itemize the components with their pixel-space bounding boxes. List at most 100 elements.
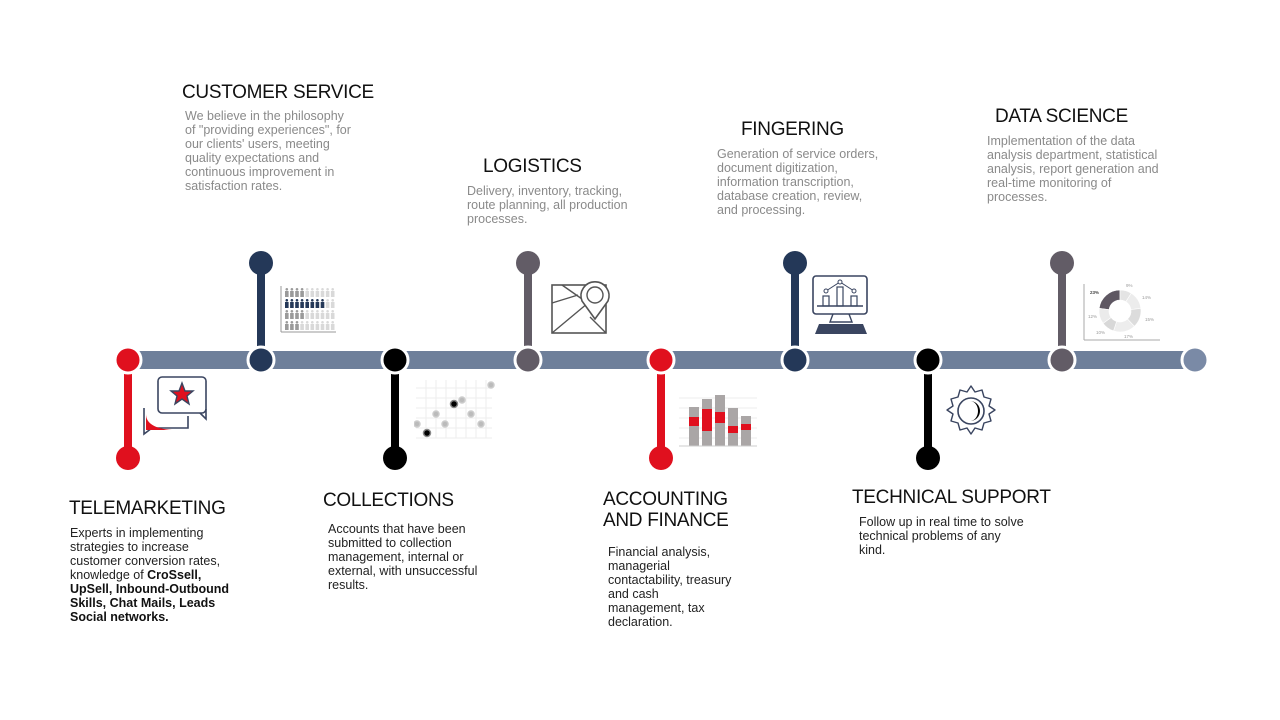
donut-label: 14% <box>1142 295 1151 300</box>
donut-segment <box>1098 308 1112 324</box>
donut-label: 15% <box>1145 317 1154 322</box>
person-figure-head <box>321 321 324 324</box>
section-desc-collections: Accounts that have been submitted to col… <box>328 522 478 592</box>
person-figure-body <box>330 324 335 330</box>
person-figure-body <box>315 313 320 319</box>
stem-technical-support <box>924 372 932 456</box>
cap-collections <box>383 446 407 470</box>
cap-telemarketing <box>116 446 140 470</box>
person-figure-body <box>320 324 325 330</box>
section-title-fingering: FINGERING <box>741 119 844 140</box>
person-figure-head <box>300 288 304 291</box>
node-data-science[interactable] <box>1047 345 1077 375</box>
person-figure-head <box>295 299 299 302</box>
node-accounting[interactable] <box>646 345 676 375</box>
person-figure-head <box>285 310 289 313</box>
person-figure-body <box>295 302 299 308</box>
person-figure-body <box>310 302 315 308</box>
section-title-accounting-finance: ACCOUNTING AND FINANCE <box>603 489 729 531</box>
section-title-collections: COLLECTIONS <box>323 490 454 511</box>
donut-label: 17% <box>1124 334 1133 339</box>
person-figure-body <box>295 291 299 297</box>
person-figure-body <box>310 313 315 319</box>
person-figure-head <box>290 299 294 302</box>
person-figure-body <box>330 302 335 308</box>
person-figure-head <box>331 299 334 302</box>
person-figure-body <box>290 313 294 319</box>
person-figure-head <box>331 321 334 324</box>
stem-accounting <box>657 372 665 456</box>
person-figure-body <box>320 302 325 308</box>
node-fingering[interactable] <box>780 345 810 375</box>
person-figure-head <box>300 321 304 324</box>
person-figure-head <box>311 310 314 313</box>
person-figure-body <box>305 302 309 308</box>
person-figure-head <box>305 299 309 302</box>
person-figure-head <box>300 310 304 313</box>
person-figure-head <box>290 288 294 291</box>
donut-label: 12% <box>1088 314 1097 319</box>
node-logistics[interactable] <box>513 345 543 375</box>
person-figure-body <box>300 313 304 319</box>
person-figure-head <box>295 321 299 324</box>
stem-collections <box>391 372 399 456</box>
node-customer-service[interactable] <box>246 345 276 375</box>
person-figure-body <box>320 313 325 319</box>
chat-star-icon <box>143 376 207 436</box>
person-figure-head <box>305 288 309 291</box>
person-figure-head <box>316 299 319 302</box>
node-telemarketing[interactable] <box>113 345 143 375</box>
stem-fingering <box>791 266 799 350</box>
donut-segment <box>1098 289 1121 310</box>
person-figure-body <box>290 324 294 330</box>
scatter-chart-icon <box>414 380 495 439</box>
node-technical-support[interactable] <box>913 345 943 375</box>
donut-label: 9% <box>1126 283 1133 288</box>
person-figure-body <box>320 291 325 297</box>
person-figure-body <box>325 291 330 297</box>
person-figure-head <box>295 288 299 291</box>
gear-moon-icon <box>946 385 996 435</box>
person-figure-body <box>310 324 315 330</box>
cap-accounting <box>649 446 673 470</box>
person-figure-body <box>315 324 320 330</box>
person-figure-body <box>325 313 330 319</box>
person-figure-head <box>311 299 314 302</box>
person-figure-body <box>300 324 304 330</box>
cap-logistics <box>516 251 540 275</box>
person-figure-head <box>285 299 289 302</box>
person-figure-head <box>316 288 319 291</box>
person-figure-body <box>315 302 320 308</box>
cap-technical-support <box>916 446 940 470</box>
person-figure-head <box>290 321 294 324</box>
person-figure-body <box>295 324 299 330</box>
section-desc-data-science: Implementation of the data analysis depa… <box>987 134 1159 204</box>
person-figure-head <box>326 321 329 324</box>
person-figure-body <box>325 302 330 308</box>
stem-telemarketing <box>124 372 132 456</box>
person-figure-head <box>316 310 319 313</box>
person-figure-head <box>290 310 294 313</box>
donut-label: 10% <box>1096 330 1105 335</box>
person-figure-body <box>295 313 299 319</box>
computer-chart-icon <box>812 275 868 334</box>
person-figure-head <box>295 310 299 313</box>
person-figure-head <box>285 321 289 324</box>
person-figure-body <box>330 313 335 319</box>
section-desc-customer-service: We believe in the philosophy of "providi… <box>185 109 351 193</box>
person-figure-body <box>285 291 289 297</box>
cap-customer-service <box>249 251 273 275</box>
stem-logistics <box>524 266 532 350</box>
person-figure-head <box>326 288 329 291</box>
person-figure-body <box>290 291 294 297</box>
person-figure-head <box>300 299 304 302</box>
person-figure-head <box>321 310 324 313</box>
person-figure-head <box>331 288 334 291</box>
node-collections[interactable] <box>380 345 410 375</box>
person-figure-head <box>331 310 334 313</box>
person-figure-body <box>330 291 335 297</box>
person-figure-body <box>305 324 309 330</box>
donut-label: 23% <box>1090 290 1099 295</box>
donut-chart-icon: 23% 9% 14% 15% 17% 10% 12% <box>1083 283 1160 341</box>
